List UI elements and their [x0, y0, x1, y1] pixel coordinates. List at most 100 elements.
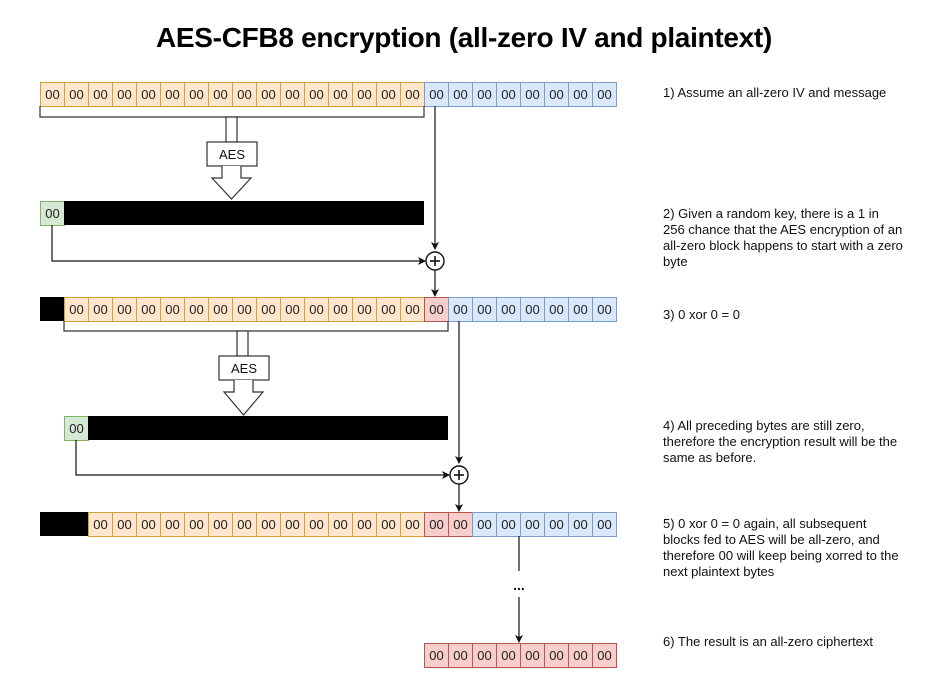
byte-value: 00 [573, 648, 587, 663]
note-step-5: 5) 0 xor 0 = 0 again, all subsequent blo… [663, 516, 899, 579]
keystream-line-2 [75, 440, 450, 479]
byte-value: 00 [501, 517, 515, 532]
redacted-block [40, 512, 88, 536]
byte-value: 00 [405, 87, 419, 102]
blue-byte-cell [520, 82, 545, 107]
orange-byte-cell [400, 512, 425, 537]
orange-byte-cell [304, 512, 329, 537]
blue-byte-cell [496, 512, 521, 537]
byte-value: 00 [597, 517, 611, 532]
byte-value: 00 [165, 302, 179, 317]
byte-value: 00 [549, 648, 563, 663]
note-step-3: 3) 0 xor 0 = 0 [663, 307, 740, 322]
byte-value: 00 [141, 87, 155, 102]
byte-value: 00 [453, 648, 467, 663]
orange-byte-cell [328, 82, 353, 107]
blue-byte-cell [472, 82, 497, 107]
redacted-block [88, 416, 448, 440]
byte-value: 00 [261, 302, 275, 317]
blue-byte-cell [544, 297, 569, 322]
byte-value: 00 [357, 517, 371, 532]
byte-value: 00 [333, 87, 347, 102]
xor-symbol-2 [449, 465, 469, 485]
byte-value: 00 [525, 648, 539, 663]
orange-byte-cell [184, 512, 209, 537]
byte-value: 00 [309, 87, 323, 102]
byte-value: 00 [93, 302, 107, 317]
byte-value: 00 [117, 87, 131, 102]
red-byte-cell [424, 297, 449, 322]
blue-byte-cell [568, 82, 593, 107]
orange-byte-cell [40, 82, 65, 107]
aes-label-1: AES [219, 147, 245, 162]
orange-byte-cell [64, 297, 89, 322]
byte-value: 00 [261, 87, 275, 102]
byte-value: 00 [429, 517, 443, 532]
orange-byte-cell [208, 512, 233, 537]
byte-value: 00 [285, 302, 299, 317]
byte-value: 00 [309, 302, 323, 317]
byte-value: 00 [525, 517, 539, 532]
orange-byte-cell [136, 297, 161, 322]
aes-shaft-1 [225, 116, 238, 143]
byte-value: 00 [573, 302, 587, 317]
byte-value: 00 [69, 421, 83, 436]
byte-value: 00 [453, 517, 467, 532]
byte-value: 00 [141, 302, 155, 317]
aes-box-2 [218, 355, 270, 381]
byte-value: 00 [501, 302, 515, 317]
byte-value: 00 [189, 517, 203, 532]
orange-byte-cell [328, 512, 353, 537]
byte-value: 00 [213, 87, 227, 102]
red-byte-cell [424, 512, 449, 537]
byte-value: 00 [237, 302, 251, 317]
byte-value: 00 [117, 517, 131, 532]
blue-byte-cell [544, 82, 569, 107]
keystream-line-1 [51, 225, 426, 265]
byte-value: 00 [429, 648, 443, 663]
byte-rows: 00 00 00 00 00 00 00 00 00 00 00 00 00 00 00 00 00 00 00 00… [40, 82, 617, 668]
byte-value: 00 [357, 87, 371, 102]
aes-shaft-2 [236, 330, 249, 357]
byte-value: 00 [261, 517, 275, 532]
redacted-block [64, 201, 424, 225]
byte-value: 00 [117, 302, 131, 317]
byte-value: 00 [549, 302, 563, 317]
byte-value: 00 [405, 517, 419, 532]
orange-byte-cell [376, 82, 401, 107]
aes-arrowhead-1 [210, 166, 253, 200]
byte-value: 00 [429, 302, 443, 317]
orange-byte-cell [400, 82, 425, 107]
orange-byte-cell [160, 512, 185, 537]
aes-label-2: AES [231, 361, 257, 376]
byte-value: 00 [165, 517, 179, 532]
byte-value: 00 [525, 302, 539, 317]
byte-value: 00 [597, 302, 611, 317]
note-step-1: 1) Assume an all-zero IV and message [663, 85, 887, 100]
byte-value: 00 [549, 517, 563, 532]
byte-value: 00 [69, 302, 83, 317]
byte-value: 00 [45, 87, 59, 102]
red-byte-cell [568, 643, 593, 668]
orange-byte-cell [136, 82, 161, 107]
orange-byte-cell [232, 512, 257, 537]
aes-step-2: AES [63, 321, 449, 416]
byte-value: 00 [93, 517, 107, 532]
blue-byte-cell [472, 512, 497, 537]
byte-value: 00 [573, 517, 587, 532]
orange-byte-cell [208, 82, 233, 107]
ellipsis: ... [513, 577, 525, 593]
orange-byte-cell [256, 512, 281, 537]
byte-value: 00 [381, 302, 395, 317]
orange-byte-cell [160, 297, 185, 322]
byte-value: 00 [381, 517, 395, 532]
orange-byte-cell [328, 297, 353, 322]
byte-value: 00 [45, 206, 59, 221]
byte-value: 00 [501, 87, 515, 102]
byte-value: 00 [501, 648, 515, 663]
byte-value: 00 [573, 87, 587, 102]
orange-byte-cell [280, 512, 305, 537]
aes-arrowhead-2 [222, 380, 265, 416]
diagram-title: AES-CFB8 encryption (all-zero IV and pla… [156, 22, 772, 53]
